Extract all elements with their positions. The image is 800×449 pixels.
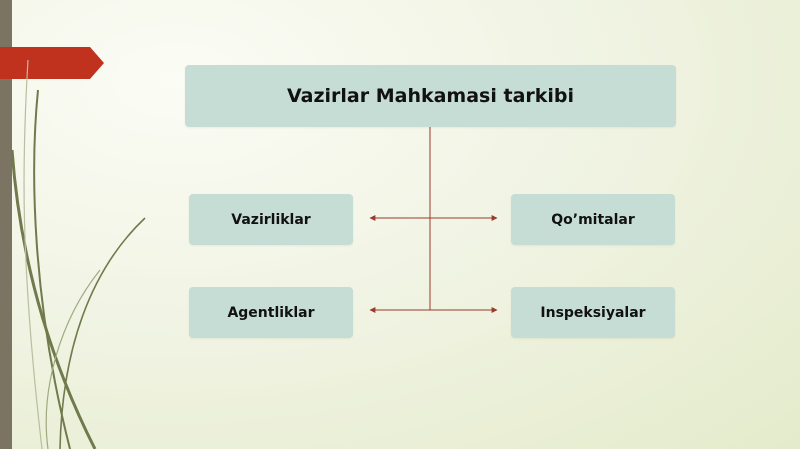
diagram-title: Vazirlar Mahkamasi tarkibi — [286, 85, 575, 107]
node-label: Qo’mitalar — [551, 211, 635, 228]
node-label: Inspeksiyalar — [540, 304, 646, 321]
node-vazirliklar: Vazirliklar — [189, 194, 353, 245]
node-label: Vazirliklar — [231, 211, 311, 228]
node-qomitalar: Qo’mitalar — [511, 194, 675, 245]
node-agentliklar: Agentliklar — [189, 287, 353, 338]
diagram-title-box: Vazirlar Mahkamasi tarkibi — [185, 65, 676, 127]
node-label: Agentliklar — [227, 304, 315, 321]
red-accent-arrow — [0, 47, 104, 79]
node-inspeksiyalar: Inspeksiyalar — [511, 287, 675, 338]
left-side-bar — [0, 0, 12, 449]
